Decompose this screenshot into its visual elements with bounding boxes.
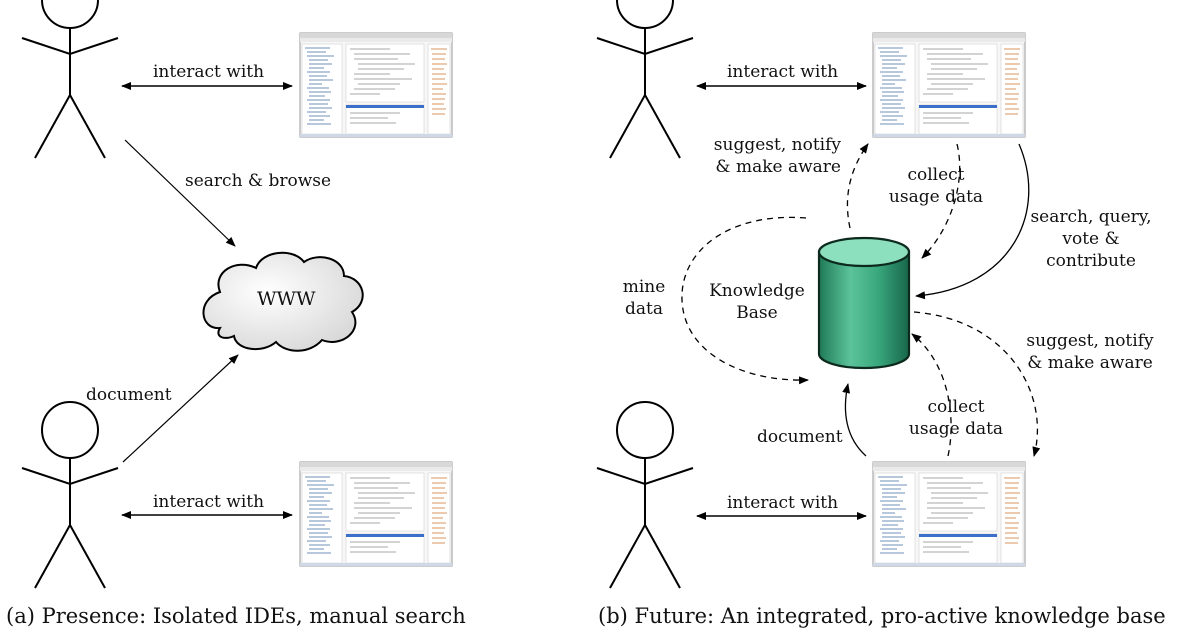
developer-bottom-right-icon — [596, 401, 694, 589]
ide-top-right-icon — [872, 32, 1026, 138]
arrow-search-browse — [124, 139, 236, 247]
caption-b: (b) Future: An integrated, pro-active kn… — [598, 604, 1166, 628]
label-www: WWW — [257, 288, 316, 310]
arrow-mine-data — [681, 216, 809, 385]
label-document-right: document — [757, 427, 843, 447]
arrow-suggest-right — [913, 311, 1041, 457]
label-mine-data-line2: data — [625, 299, 663, 319]
label-search-query-line3: contribute — [1046, 251, 1136, 271]
label-knowledge-base: Knowledge Base — [704, 280, 810, 324]
label-interact-top-left: interact with — [153, 62, 265, 82]
label-search-query: search, query, vote & contribute — [1024, 206, 1158, 272]
label-collect-bottom-line1: collect — [927, 397, 985, 417]
label-suggest-top-line2: & make aware — [715, 157, 841, 177]
arrow-search-query — [915, 143, 1030, 300]
ide-bottom-right-icon — [872, 461, 1026, 567]
label-collect-bottom: collect usage data — [896, 396, 1016, 440]
label-suggest-right-line2: & make aware — [1027, 353, 1153, 373]
arrow-collect-top — [921, 143, 961, 259]
label-collect-bottom-line2: usage data — [908, 419, 1004, 439]
database-cylinder-icon — [817, 236, 911, 370]
label-suggest-right: suggest, notify & make aware — [1018, 330, 1162, 374]
label-interact-bottom-left: interact with — [153, 492, 265, 512]
ide-bottom-left-icon — [299, 461, 453, 567]
label-interact-bottom-right: interact with — [727, 493, 839, 513]
arrow-collect-bottom — [911, 333, 952, 457]
label-document-left: document — [86, 385, 172, 405]
label-knowledge-base-line2: Base — [736, 303, 778, 323]
label-mine-data: mine data — [614, 276, 674, 320]
label-suggest-top-line1: suggest, notify — [713, 135, 841, 155]
arrow-document-right — [842, 383, 867, 457]
caption-a: (a) Presence: Isolated IDEs, manual sear… — [6, 604, 466, 628]
label-mine-data-line1: mine — [622, 277, 666, 297]
developer-top-left-icon — [21, 0, 119, 159]
developer-top-right-icon — [596, 0, 694, 159]
arrow-suggest-top — [846, 143, 869, 229]
ide-top-left-icon — [299, 32, 453, 138]
developer-bottom-left-icon — [21, 401, 119, 589]
label-suggest-right-line1: suggest, notify — [1026, 331, 1154, 351]
label-collect-top-line1: collect — [907, 165, 965, 185]
label-knowledge-base-line1: Knowledge — [709, 281, 805, 301]
label-search-query-line2: vote & — [1062, 229, 1120, 249]
label-search-browse: search & browse — [185, 171, 332, 191]
cloud-icon — [202, 251, 364, 352]
label-collect-top: collect usage data — [876, 164, 996, 208]
label-suggest-top: suggest, notify & make aware — [697, 134, 841, 178]
arrow-document-left — [122, 354, 239, 463]
label-interact-top-right: interact with — [727, 62, 839, 82]
label-search-query-line1: search, query, — [1030, 207, 1152, 227]
label-collect-top-line2: usage data — [888, 187, 984, 207]
